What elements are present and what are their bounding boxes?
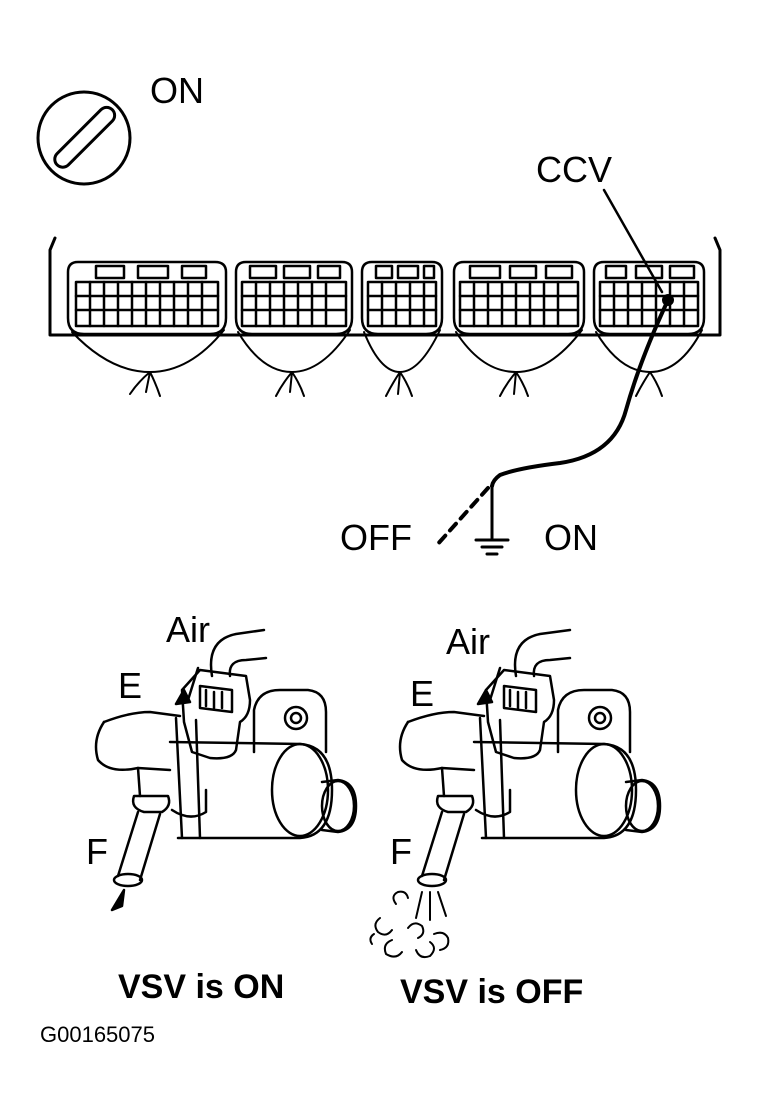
vsv-off-illustration (369, 628, 662, 959)
ccv-terminal-label: CCV (536, 149, 613, 190)
ecu-connector-1 (66, 260, 228, 336)
vsv-off-f-label: F (390, 831, 412, 872)
ccv-leader-line (602, 188, 664, 294)
ignition-key-icon (36, 90, 132, 186)
vsv-on-f-label: F (86, 831, 108, 872)
vsv-off-caption: VSV is OFF (400, 973, 584, 1011)
ecu-housing (48, 236, 722, 337)
ecu-connector-4 (452, 260, 586, 336)
vsv-on-caption: VSV is ON (118, 968, 285, 1006)
ecu-connector-3 (360, 260, 444, 336)
vsv-off-e-label: E (410, 673, 435, 714)
ecu-connector-2 (234, 260, 354, 336)
figure-code: G00165075 (40, 1022, 155, 1047)
ignition-on-label: ON (150, 70, 204, 111)
vsv-on-air-label: Air (166, 609, 210, 650)
jumper-wire (490, 294, 674, 488)
switch-off-path (434, 486, 490, 548)
switch-off-label: OFF (340, 517, 412, 558)
ecu-connector-5 (592, 260, 706, 336)
vsv-on-e-label: E (118, 665, 143, 706)
switch-on-label: ON (544, 517, 598, 558)
wire-harness (71, 329, 703, 397)
vsv-off-air-label: Air (446, 621, 490, 662)
vsv-on-illustration (94, 628, 358, 912)
ground-symbol (474, 484, 510, 556)
